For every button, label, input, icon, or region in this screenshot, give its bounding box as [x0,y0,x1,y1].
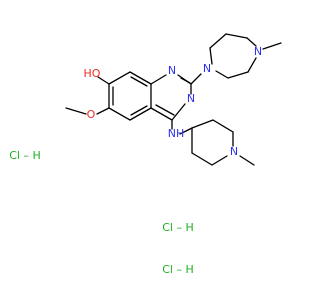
bond [180,77,191,84]
bond [97,76,110,85]
hydrochloride-label: Cl – H [162,263,194,276]
bond [130,105,148,116]
bond [212,119,234,133]
bonds [65,33,282,166]
methoxy-oxygen-label: O [87,108,96,121]
bond [129,107,152,121]
diazepane-nitrogen-label: N [254,45,262,58]
bond [191,152,213,166]
amine-nh-label: NH [168,127,185,140]
bond [209,33,227,49]
bond [171,103,186,121]
bond [209,47,213,65]
bond [130,76,148,87]
bond [215,70,229,79]
chemical-structure-canvas: HO O N N N N NH N Cl – H Cl – H Cl – H [9,33,282,276]
ring-nitrogen-label: N [168,64,176,77]
bond [65,107,87,115]
bond [150,74,167,85]
bond [108,107,131,121]
bond [227,71,249,79]
bond [211,155,228,166]
atom-labels: HO O N N N N NH N [84,45,263,158]
bond [262,42,282,50]
bond [246,37,257,47]
hydrochloride-label: Cl – H [9,149,41,162]
bond [191,119,214,129]
bond [96,107,110,115]
piperidine-nitrogen-label: N [230,145,238,158]
bond [225,33,248,39]
ring-nitrogen-label: N [187,92,195,105]
bond [179,127,193,135]
diazepane-nitrogen-label: N [203,62,211,75]
salt-labels: Cl – H Cl – H Cl – H [9,149,194,276]
hydrochloride-label: Cl – H [162,221,194,234]
hydroxyl-label: HO [84,67,101,80]
bond [155,104,175,116]
bond [239,155,255,166]
bond [190,73,202,85]
bond [247,57,257,73]
bond [108,71,131,85]
bond [150,107,173,121]
bond [129,71,152,85]
